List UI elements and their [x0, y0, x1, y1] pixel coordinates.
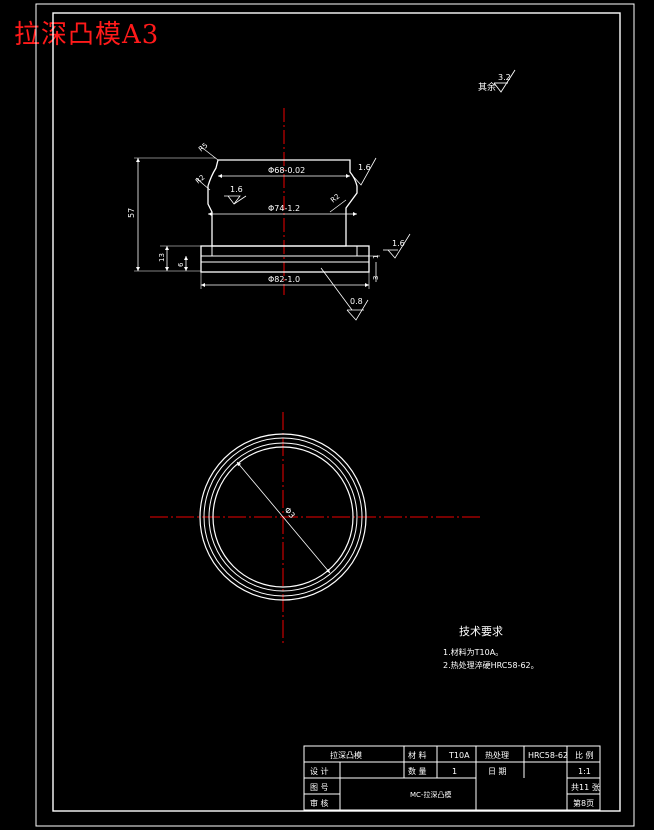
outer-frame: [35, 3, 635, 827]
dim-mid-diameter: Φ74-1.2: [268, 204, 300, 213]
roughness-symbol-3: 1.6: [383, 233, 411, 259]
tb-sheet-no: 第8页: [573, 798, 594, 808]
tb-date-label: 日 期: [488, 767, 507, 776]
dim-radius-mid: R2: [194, 173, 206, 185]
title-block-text: 拉深凸模 材 料 T10A 热处理 HRC58-62 比 例 设 计 数 量 1…: [310, 750, 600, 808]
roughness-symbol-2: 1.6: [224, 185, 247, 205]
inner-frame: [52, 12, 621, 812]
tb-sheet-total: 共11 张: [571, 783, 600, 792]
dim-step: 3: [372, 276, 380, 280]
dim-base-diameter: Φ82-1.0: [268, 275, 300, 284]
tb-material-label: 材 料: [408, 750, 427, 760]
svg-text:1.6: 1.6: [230, 185, 243, 194]
plan-view: Φ3: [150, 412, 480, 645]
front-view: Φ68-0.02 Φ74-1.2 Φ82-1.0 57 13 6 3 1 R5 …: [127, 108, 411, 321]
svg-text:0.8: 0.8: [350, 297, 363, 306]
dim-overall-height: 57: [127, 208, 136, 218]
punch-flange-outline: [200, 245, 370, 273]
plan-circle-3: [208, 442, 358, 592]
banner-title: 拉深凸模A3: [14, 20, 160, 50]
tb-drawing-no-label: 图 号: [310, 783, 329, 792]
svg-text:1.6: 1.6: [358, 163, 371, 172]
tech-item-1: 1.材料为T10A。: [443, 647, 503, 657]
tb-material-value: T10A: [448, 751, 470, 760]
tb-design-label: 设 计: [310, 766, 329, 776]
tb-review-label: 审 核: [310, 798, 329, 808]
plan-diameter-leader: [236, 461, 331, 574]
roughness-rest-value: 3.2: [498, 73, 511, 82]
plan-circle-inner: [212, 446, 354, 588]
tech-requirements: 技术要求 1.材料为T10A。 2.热处理淬硬HRC58-62。: [443, 625, 539, 670]
dim-radius-right: R2: [329, 192, 341, 204]
tb-quantity-value: 1: [452, 767, 457, 776]
tb-drawing-no-value: MC-拉深凸模: [410, 790, 451, 799]
tech-item-2: 2.热处理淬硬HRC58-62。: [443, 660, 539, 670]
tb-part-name: 拉深凸模: [330, 750, 362, 760]
tb-scale-value: 1:1: [578, 767, 591, 776]
roughness-rest-label: 其余: [478, 81, 496, 93]
tb-heat-label: 热处理: [485, 750, 509, 760]
dim-base-height: 13: [158, 253, 166, 262]
tb-scale-label: 比 例: [575, 750, 594, 760]
roughness-symbol-1: 1.6: [351, 157, 377, 186]
roughness-rest-symbol: 其余 3.2: [478, 69, 516, 93]
dim-plan-diameter: Φ3: [282, 506, 296, 521]
plan-circle-2: [203, 437, 363, 597]
svg-text:1.6: 1.6: [392, 239, 405, 248]
title-block: [303, 745, 601, 811]
roughness-symbol-4: 0.8: [320, 267, 369, 321]
dim-small-right: 1: [372, 255, 380, 259]
plan-circle-outer: [199, 433, 367, 601]
dim-top-diameter: Φ68-0.02: [268, 166, 305, 175]
dim-flange-height: 6: [177, 262, 185, 267]
tech-heading: 技术要求: [459, 625, 503, 638]
tb-quantity-label: 数 量: [408, 766, 427, 776]
tb-heat-value: HRC58-62: [528, 751, 568, 760]
